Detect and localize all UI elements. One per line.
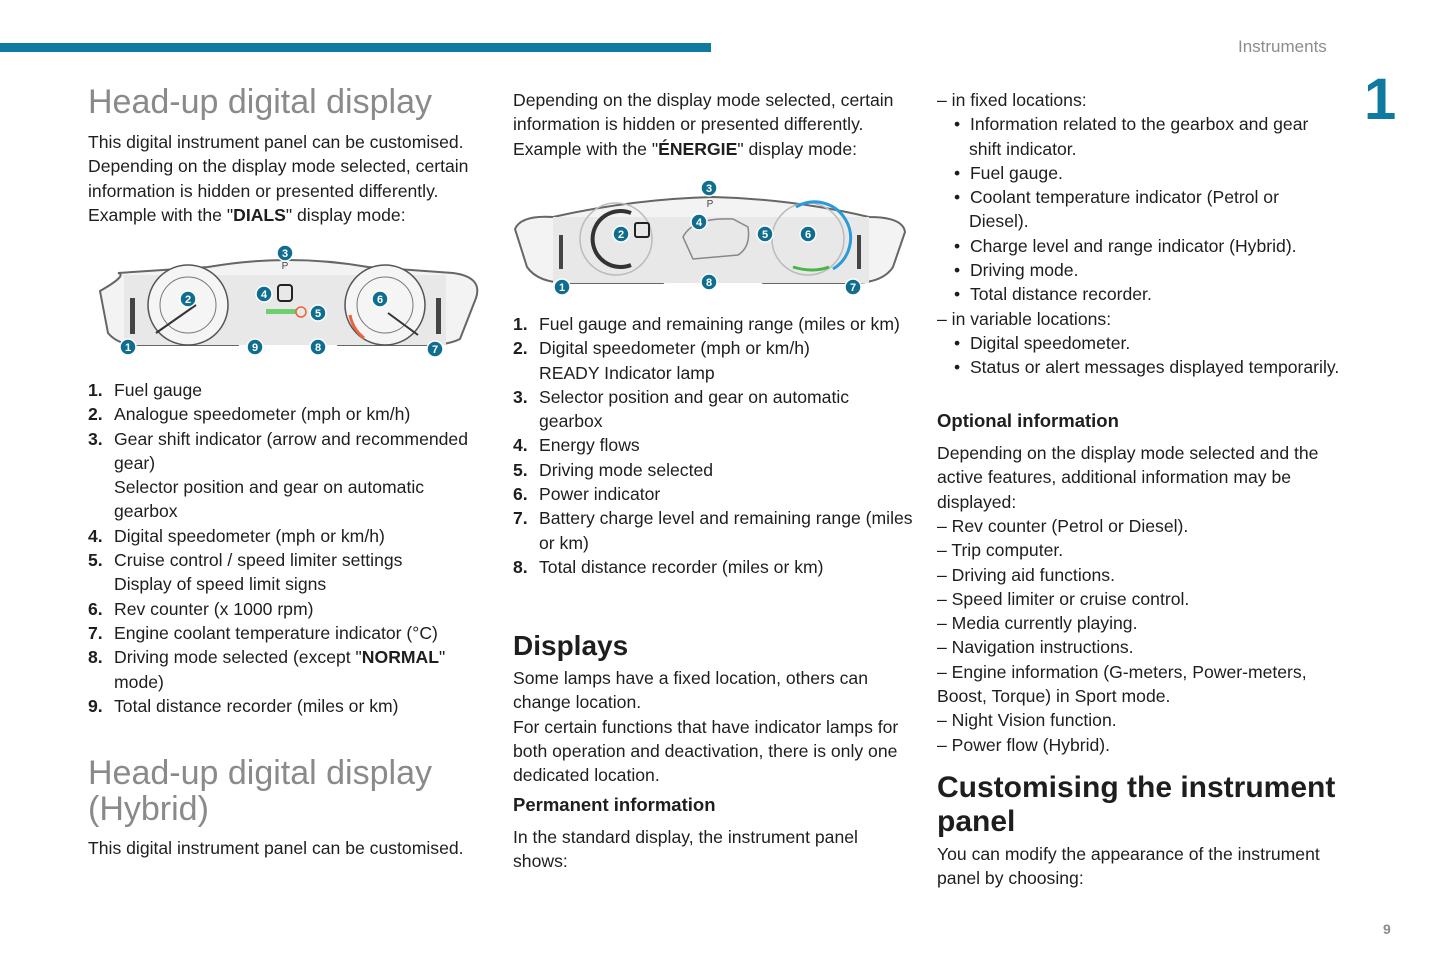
callout-badge: 6 — [799, 225, 817, 243]
list-item: 4.Digital speedometer (mph or km/h) — [88, 525, 385, 546]
svg-text:4: 4 — [696, 217, 703, 229]
list-item: • Status or alert messages displayed tem… — [954, 357, 1340, 378]
callout-badge: 5 — [309, 304, 327, 322]
list-item: – Trip computer. — [937, 540, 1064, 561]
hybrid-title: Head-up digital display (Hybrid) — [88, 754, 432, 828]
list-item: • Fuel gauge. — [954, 162, 1063, 183]
svg-text:6: 6 — [805, 229, 811, 241]
svg-text:4: 4 — [261, 289, 268, 301]
energie-legend-list: 1.Fuel gauge and remaining range (miles … — [513, 312, 913, 579]
svg-text:9: 9 — [252, 342, 258, 354]
list-item: 5.Driving mode selected — [513, 459, 714, 480]
list-item: 7.Engine coolant temperature indicator (… — [88, 622, 438, 643]
customising-paragraph: You can modify the appearance of the ins… — [937, 844, 1320, 889]
list-item: – Media currently playing. — [937, 613, 1138, 634]
list-item: 1.Fuel gauge — [88, 380, 203, 400]
svg-text:2: 2 — [618, 229, 624, 241]
svg-text:3: 3 — [282, 248, 288, 260]
callout-badge: 9 — [246, 338, 264, 356]
optional-info-list: – Rev counter (Petrol or Diesel). – Trip… — [937, 514, 1342, 757]
header-bar — [0, 43, 711, 52]
svg-text:8: 8 — [315, 342, 321, 354]
svg-text:8: 8 — [706, 277, 712, 289]
callout-badge: 6 — [371, 290, 389, 308]
mode-name: ÉNERGIE — [658, 138, 738, 159]
callout-badge: 4 — [255, 285, 273, 303]
intro-paragraph: This digital instrument panel can be cus… — [88, 130, 488, 227]
variable-locations-label: – in variable locations: — [937, 308, 1112, 329]
displays-heading: Displays — [513, 630, 629, 661]
list-item: 5.Cruise control / speed limiter setting… — [88, 550, 403, 595]
svg-text:3: 3 — [706, 183, 712, 195]
callout-badge: 7 — [426, 340, 444, 358]
list-item: 4.Energy flows — [513, 435, 640, 456]
dials-legend-list: 1.Fuel gauge 2.Analogue speedometer (mph… — [88, 378, 488, 718]
list-item: • Information related to the gearbox and… — [954, 114, 1309, 159]
list-item: 2.Analogue speedometer (mph or km/h) — [88, 404, 411, 425]
list-item: 2.Digital speedometer (mph or km/h)READY… — [513, 338, 810, 383]
list-item: 3.Selector position and gear on automati… — [513, 386, 850, 432]
callout-badge: 3 — [276, 244, 294, 262]
callout-badge: 2 — [612, 225, 630, 243]
customising-heading: Customising the instrument panel — [937, 771, 1336, 838]
list-item: • Digital speedometer. — [954, 332, 1131, 353]
chapter-number: 1 — [1364, 67, 1397, 132]
svg-text:5: 5 — [315, 308, 321, 320]
svg-text:7: 7 — [432, 344, 438, 356]
callout-badge: 4 — [690, 213, 708, 231]
callout-badge: 3 — [700, 179, 718, 197]
list-item: – Driving aid functions. — [937, 564, 1115, 585]
list-item: – Navigation instructions. — [937, 637, 1134, 658]
intro-text: This digital instrument panel can be cus… — [88, 132, 469, 225]
list-item: 1.Fuel gauge and remaining range (miles … — [513, 314, 900, 334]
hybrid-paragraph: This digital instrument panel can be cus… — [88, 838, 464, 858]
list-item: 8.Total distance recorder (miles or km) — [513, 556, 824, 577]
page-title: Head-up digital display — [88, 83, 432, 121]
hybrid-intro-paragraph: Depending on the display mode selected, … — [513, 90, 894, 159]
svg-text:5: 5 — [762, 229, 768, 241]
svg-text:2: 2 — [185, 294, 191, 306]
svg-text:1: 1 — [125, 342, 131, 354]
list-item: • Total distance recorder. — [954, 284, 1152, 305]
list-item: 7.Battery charge level and remaining ran… — [513, 508, 913, 553]
list-item: • Coolant temperature indicator (Petrol … — [954, 187, 1279, 232]
intro-text-end: " display mode: — [285, 204, 406, 225]
list-item: • Driving mode. — [954, 260, 1079, 281]
svg-text:1: 1 — [559, 282, 565, 294]
callout-badge: 1 — [553, 278, 571, 296]
callout-badge: 1 — [119, 338, 137, 356]
svg-text:6: 6 — [377, 294, 383, 306]
mode-name: DIALS — [233, 204, 286, 225]
list-item: – Night Vision function. — [937, 710, 1117, 731]
displays-paragraph: Some lamps have a fixed location, others… — [513, 668, 899, 786]
gear-indicator: P — [282, 261, 289, 272]
permanent-info-paragraph: In the standard display, the instrument … — [513, 827, 858, 872]
section-title: Instruments — [1238, 37, 1327, 56]
list-item: • Charge level and range indicator (Hybr… — [954, 235, 1297, 256]
gear-indicator: P — [707, 199, 714, 210]
permanent-info-list: – in fixed locations: • Information rela… — [937, 88, 1342, 380]
optional-info-heading: Optional information — [937, 410, 1119, 431]
callout-badge: 5 — [756, 225, 774, 243]
list-item: 3.Gear shift indicator (arrow and recomm… — [88, 428, 468, 522]
callout-badge: 2 — [179, 290, 197, 308]
energie-cluster-diagram: P 1 2 3 4 5 6 7 8 — [513, 179, 907, 296]
dials-cluster-diagram: P 1 2 3 4 5 6 7 8 9 — [98, 244, 479, 358]
svg-text:7: 7 — [850, 282, 856, 294]
callout-badge: 8 — [309, 338, 327, 356]
list-item: 6.Rev counter (x 1000 rpm) — [88, 598, 314, 619]
callout-badge: 7 — [844, 278, 862, 296]
optional-info-paragraph: Depending on the display mode selected a… — [937, 443, 1319, 512]
list-item: 6.Power indicator — [513, 484, 661, 505]
permanent-info-heading: Permanent information — [513, 794, 716, 815]
fixed-locations-label: – in fixed locations: — [937, 90, 1087, 110]
list-item: – Rev counter (Petrol or Diesel). — [937, 516, 1189, 536]
list-item: 9.Total distance recorder (miles or km) — [88, 695, 399, 716]
list-item: – Speed limiter or cruise control. — [937, 588, 1190, 609]
callout-badge: 8 — [700, 273, 718, 291]
list-item: 8.Driving mode selected (except "NORMAL"… — [88, 647, 446, 692]
page-number: 9 — [1383, 921, 1391, 937]
list-item: – Power flow (Hybrid). — [937, 734, 1111, 755]
list-item: – Engine information (G-meters, Power-me… — [937, 661, 1307, 707]
